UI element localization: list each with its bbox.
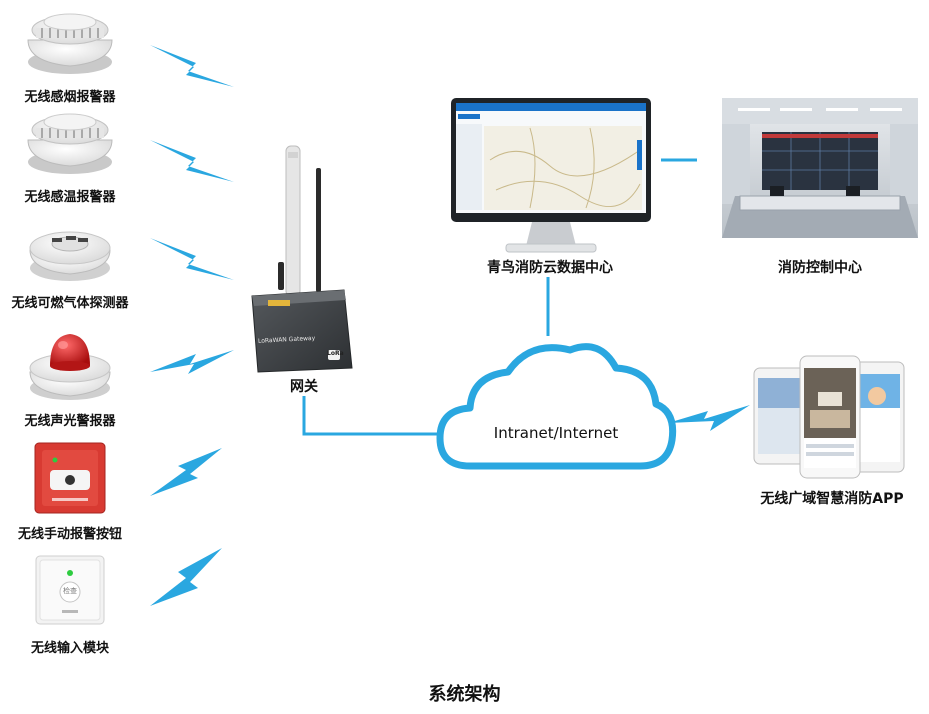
- manual-call-point-icon: [34, 442, 106, 514]
- wireless-signal-icons: [150, 45, 750, 606]
- connector-lines: [302, 158, 697, 436]
- lightning-icon-1: [150, 45, 234, 87]
- alarm-light-icon: [29, 334, 111, 400]
- lightning-icon-4: [150, 350, 234, 374]
- cloud-platform-label: 青鸟消防云数据中心: [487, 260, 613, 276]
- device-label-heat: 无线感温报警器: [24, 190, 116, 205]
- lightning-icon-2: [150, 140, 234, 182]
- lightning-icon-3: [150, 238, 234, 280]
- app-phones-icon: [753, 355, 905, 479]
- network-label: Intranet/Internet: [493, 424, 619, 442]
- gateway-icon: [251, 145, 353, 373]
- lightning-icon-app: [668, 405, 750, 431]
- diagram-caption: 系统架构: [428, 684, 501, 705]
- device-label-input-module: 无线输入模块: [30, 641, 109, 656]
- gateway-badge: LoRa: [327, 350, 344, 357]
- monitor-icon: [451, 98, 651, 253]
- device-label-manual-button: 无线手动报警按钮: [17, 527, 122, 542]
- input-module-icon: [35, 555, 105, 625]
- heat-detector-icon: [27, 113, 113, 174]
- smoke-detector-icon: [27, 13, 113, 74]
- device-label-gas: 无线可燃气体探测器: [11, 296, 129, 311]
- control-center-label: 消防控制中心: [778, 260, 862, 276]
- cloud-icon: [436, 343, 677, 470]
- input-module-button-text: 检查: [63, 587, 77, 595]
- lightning-icon-5: [150, 448, 222, 496]
- device-label-alarm: 无线声光警报器: [24, 414, 116, 429]
- device-label-smoke: 无线感烟报警器: [24, 90, 116, 105]
- app-label: 无线广域智慧消防APP: [760, 491, 904, 507]
- lightning-icon-6: [150, 548, 222, 606]
- gas-detector-icon: [29, 231, 111, 281]
- gateway-label: 网关: [290, 379, 318, 395]
- control-room-icon: [722, 98, 918, 238]
